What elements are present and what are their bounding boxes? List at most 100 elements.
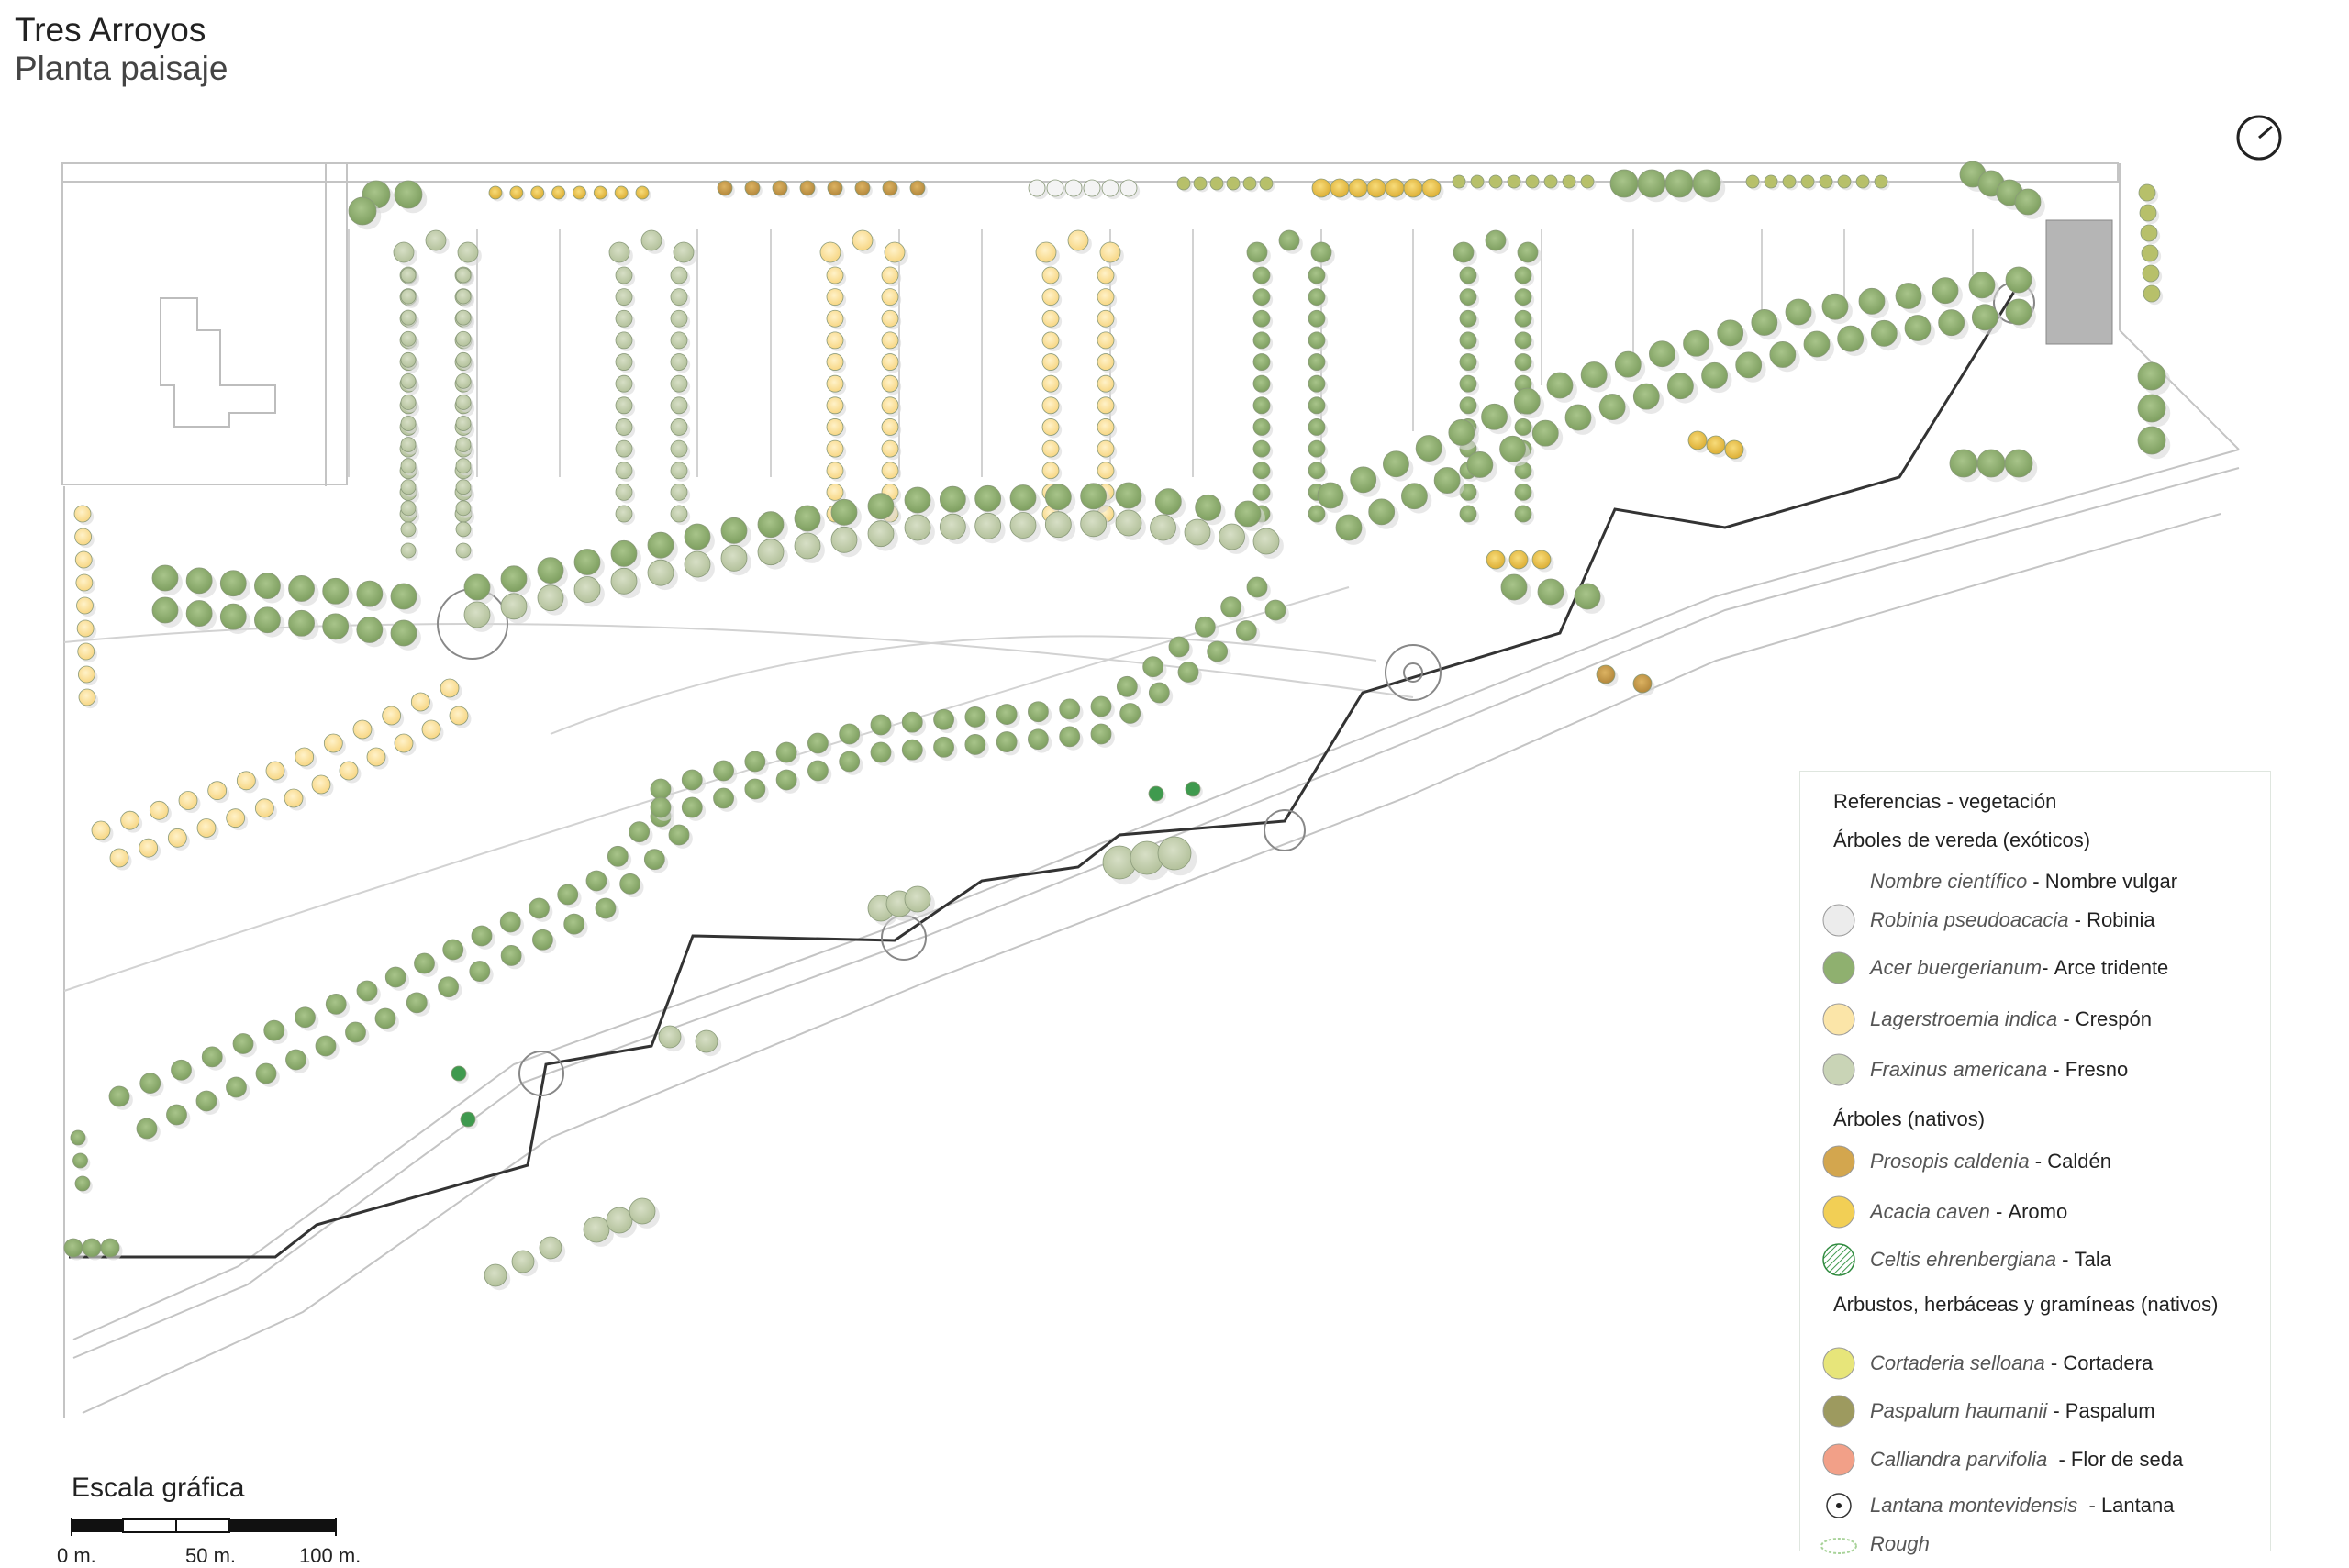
legend-item: Paspalum haumanii - Paspalum bbox=[1820, 1393, 2155, 1429]
fresno-tree bbox=[400, 521, 417, 538]
crespon-tree bbox=[881, 374, 899, 393]
arce-tree bbox=[650, 778, 672, 800]
crespon-tree bbox=[394, 733, 414, 753]
crespon-tree bbox=[1097, 418, 1115, 436]
crespon-tree bbox=[382, 706, 402, 726]
legend-separator: - bbox=[2047, 1058, 2065, 1081]
crespon-tree bbox=[881, 309, 899, 328]
fresno-tree bbox=[511, 1250, 535, 1273]
calden-tree bbox=[909, 180, 926, 196]
arce-tree bbox=[1837, 325, 1865, 352]
page-title: Tres Arroyos bbox=[15, 11, 206, 49]
arce-tree bbox=[1485, 229, 1507, 251]
arce-tree bbox=[830, 498, 858, 526]
arce-tree bbox=[1537, 578, 1564, 606]
arce-tree bbox=[255, 1062, 277, 1084]
arce-tree bbox=[499, 911, 521, 933]
arce-tree bbox=[500, 945, 522, 966]
paspalum-shrub bbox=[1745, 174, 1760, 189]
fresno-tree bbox=[455, 416, 472, 431]
arce-tree bbox=[356, 980, 378, 1002]
fresno-tree bbox=[640, 229, 662, 251]
arce-tree bbox=[650, 796, 672, 818]
arce-tree bbox=[345, 1021, 366, 1043]
fresno-tree bbox=[673, 241, 695, 263]
arce-tree bbox=[1580, 361, 1608, 388]
arce-tree bbox=[1514, 309, 1532, 328]
crespon-tree bbox=[1041, 266, 1060, 284]
legend-separator: - bbox=[2047, 1399, 2065, 1422]
legend-scientific-name: Calliandra parvifolia bbox=[1870, 1448, 2048, 1471]
fresno-tree bbox=[425, 229, 447, 251]
paspalum-shrub bbox=[1226, 176, 1241, 191]
tala-tree bbox=[451, 1065, 467, 1082]
arce-tree bbox=[1308, 374, 1326, 393]
arce-tree bbox=[1317, 482, 1344, 509]
paspalum-shrub bbox=[1800, 174, 1815, 189]
arce-tree bbox=[629, 821, 651, 843]
fresno-tree bbox=[1115, 509, 1142, 537]
arce-tree bbox=[414, 952, 435, 974]
fresno-tree bbox=[457, 241, 479, 263]
aromo-tree bbox=[488, 185, 503, 200]
fresno-tree bbox=[615, 374, 633, 393]
fresno-tree bbox=[1252, 528, 1280, 555]
arce-tree bbox=[557, 884, 579, 906]
crespon-tree bbox=[91, 820, 111, 840]
legend-item: Lantana montevidensis - Lantana bbox=[1820, 1487, 2174, 1524]
crespon-tree bbox=[254, 798, 274, 818]
aromo-tree bbox=[593, 185, 607, 200]
crespon-tree bbox=[120, 810, 140, 830]
crespon-tree bbox=[826, 309, 844, 328]
crespon-tree bbox=[207, 781, 228, 801]
fresno-tree bbox=[400, 500, 417, 517]
crespon-tree bbox=[819, 241, 841, 263]
scale-bar bbox=[71, 1518, 337, 1536]
arce-tree bbox=[1308, 505, 1326, 523]
paspalum-shrub bbox=[1470, 174, 1485, 189]
walking-path bbox=[69, 284, 2021, 1259]
arce-tree bbox=[807, 732, 829, 754]
fresno-tree bbox=[455, 395, 472, 410]
fresno-tree bbox=[647, 559, 674, 586]
arce-tree bbox=[1264, 599, 1286, 621]
flor-de-seda-icon bbox=[1822, 1443, 1855, 1476]
crespon-tree bbox=[826, 483, 844, 501]
calden-tree bbox=[854, 180, 871, 196]
arce-tree bbox=[406, 992, 428, 1014]
arce-tree bbox=[532, 929, 553, 951]
arce-tree bbox=[254, 573, 281, 599]
crespon-tree bbox=[826, 418, 844, 436]
crespon-tree bbox=[410, 692, 430, 712]
scale-label: 100 m. bbox=[299, 1544, 362, 1567]
crespon-tree bbox=[323, 733, 343, 753]
arce-tree bbox=[1667, 373, 1694, 400]
arce-tree bbox=[964, 706, 986, 728]
fresno-tree bbox=[670, 462, 688, 480]
robinia-tree bbox=[1028, 179, 1046, 197]
fresno-tree bbox=[670, 353, 688, 371]
arce-tree bbox=[2137, 361, 2166, 391]
arce-tree bbox=[219, 570, 247, 597]
crespon-tree bbox=[167, 828, 187, 848]
arce-tree bbox=[1459, 353, 1477, 371]
legend-separator: - bbox=[2029, 1150, 2048, 1173]
arce-tree bbox=[1870, 319, 1898, 347]
tala-tree bbox=[1185, 781, 1201, 797]
fresno-tree bbox=[670, 331, 688, 350]
crespon-tree bbox=[1097, 439, 1115, 458]
crespon-icon bbox=[1822, 1003, 1855, 1036]
crespon-tree bbox=[75, 573, 94, 592]
arce-tree bbox=[171, 1059, 192, 1081]
arce-tree bbox=[390, 619, 417, 647]
arce-tree bbox=[870, 714, 892, 736]
crespon-tree bbox=[352, 719, 373, 740]
arce-tree bbox=[1769, 341, 1797, 368]
crespon-tree bbox=[881, 418, 899, 436]
crespon-tree bbox=[76, 596, 94, 615]
calden-tree bbox=[744, 180, 761, 196]
legend-scientific-name: Fraxinus americana bbox=[1870, 1058, 2048, 1081]
arce-tree bbox=[1517, 241, 1539, 263]
arce-tree bbox=[1252, 462, 1271, 480]
fresno-tree bbox=[455, 542, 472, 559]
